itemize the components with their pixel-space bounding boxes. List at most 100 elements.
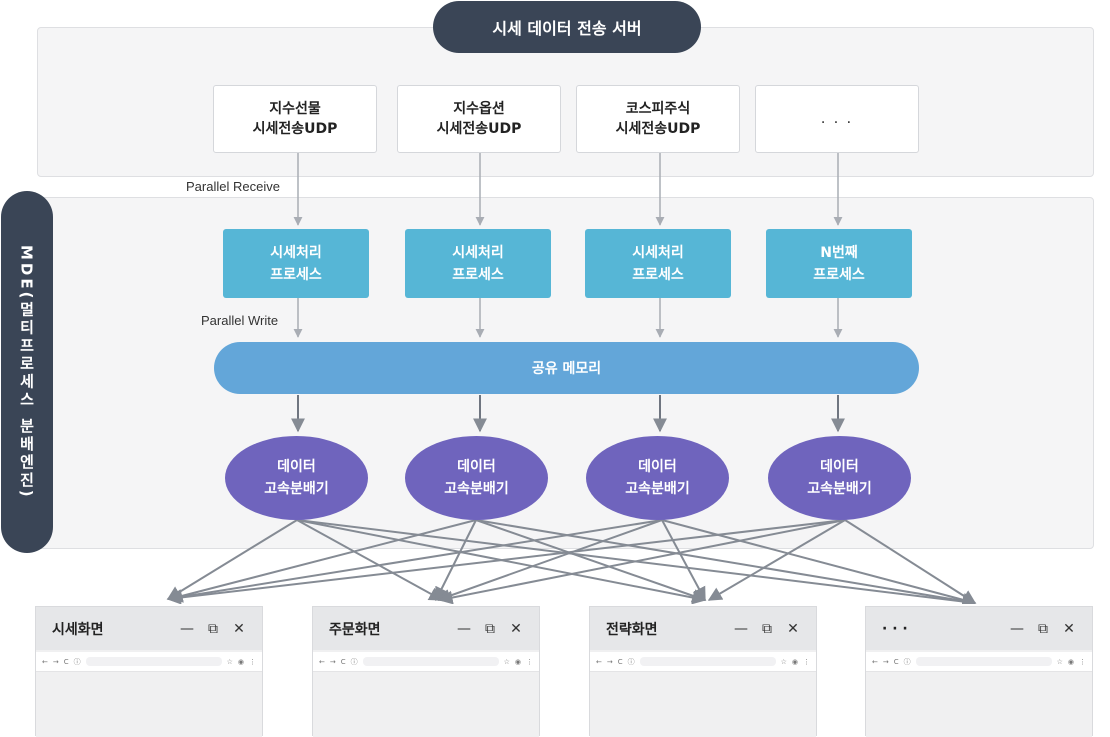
window-title: 주문화면 [329,621,381,638]
server-title: 시세 데이터 전송 서버 [433,1,701,53]
info-icon: ⓘ [903,657,911,666]
distribution-arrow [166,519,846,605]
udp-source-box: 지수옵션 시세전송UDP [397,85,561,153]
distribution-arrow [475,519,707,603]
forward-icon[interactable]: → [606,657,613,666]
info-icon: ⓘ [627,657,635,666]
distribution-arrow [707,519,846,601]
close-icon[interactable]: ✕ [787,620,799,637]
restore-icon[interactable]: ⧉ [762,620,772,637]
star-icon[interactable]: ☆ [1056,657,1063,666]
close-icon[interactable]: ✕ [233,620,245,637]
distribution-arrow [475,519,977,608]
browser-toolbar: ← → C ⓘ ☆ ◉ ⋮ [313,652,539,672]
parallel-write-label: Parallel Write [201,313,279,328]
receive-arrows [293,153,843,226]
client-window: · · · — ⧉ ✕ ← → C ⓘ ☆ ◉ ⋮ [865,606,1093,737]
menu-icon[interactable]: ⋮ [803,657,810,666]
browser-toolbar: ← → C ⓘ ☆ ◉ ⋮ [866,652,1092,672]
restore-icon[interactable]: ⧉ [1038,620,1048,637]
process-box: 시세처리 프로세스 [585,229,731,298]
process-box: 시세처리 프로세스 [405,229,551,298]
profile-icon[interactable]: ◉ [237,657,244,666]
back-icon[interactable]: ← [872,657,878,666]
restore-icon[interactable]: ⧉ [485,620,495,637]
browser-toolbar: ← → C ⓘ ☆ ◉ ⋮ [36,652,262,672]
write-arrows [293,298,843,338]
distribution-arrow [168,519,477,603]
shared-memory-bar: 공유 메모리 [214,342,919,394]
star-icon[interactable]: ☆ [780,657,787,666]
profile-icon[interactable]: ◉ [514,657,521,666]
address-bar[interactable] [639,657,776,666]
distribution-arrow [436,519,663,603]
reload-icon[interactable]: C [340,657,346,666]
parallel-receive-label: Parallel Receive [186,179,280,194]
distribution-arrow [166,519,298,600]
window-body [36,672,262,737]
distribution-arrow [296,519,444,601]
star-icon[interactable]: ☆ [503,657,510,666]
window-body [313,672,539,737]
udp-source-box: 코스피주식 시세전송UDP [576,85,740,153]
forward-icon[interactable]: → [52,657,59,666]
distribution-arrows [166,519,977,609]
distribution-arrow [844,519,977,604]
profile-icon[interactable]: ◉ [791,657,798,666]
engine-label-text: MDE(멀티프로세스 분배엔진) [17,244,36,500]
info-icon: ⓘ [73,657,81,666]
reload-icon[interactable]: C [893,657,899,666]
minimize-icon[interactable]: — [734,620,748,637]
distribution-arrow [661,519,977,607]
distribution-arrow [438,519,846,605]
distributor-node: 데이터 고속분배기 [586,436,729,520]
address-bar[interactable] [915,657,1052,666]
forward-icon[interactable]: → [329,657,336,666]
back-icon[interactable]: ← [319,657,325,666]
client-window: 전략화면 — ⧉ ✕ ← → C ⓘ ☆ ◉ ⋮ [589,606,817,737]
close-icon[interactable]: ✕ [1063,620,1075,637]
minimize-icon[interactable]: — [1010,620,1024,637]
distributor-node: 데이터 고속분배기 [405,436,548,520]
star-icon[interactable]: ☆ [226,657,233,666]
process-box: 시세처리 프로세스 [223,229,369,298]
distributor-node: 데이터 고속분배기 [768,436,911,520]
client-window: 주문화면 — ⧉ ✕ ← → C ⓘ ☆ ◉ ⋮ [312,606,540,737]
menu-icon[interactable]: ⋮ [1079,657,1086,666]
window-titlebar: · · · — ⧉ ✕ [866,607,1092,650]
restore-icon[interactable]: ⧉ [208,620,218,637]
menu-icon[interactable]: ⋮ [526,657,533,666]
reload-icon[interactable]: C [63,657,69,666]
info-icon: ⓘ [350,657,358,666]
distribution-arrow [661,519,706,602]
back-icon[interactable]: ← [42,657,48,666]
client-window: 시세화면 — ⧉ ✕ ← → C ⓘ ☆ ◉ ⋮ [35,606,263,737]
address-bar[interactable] [85,657,222,666]
window-titlebar: 시세화면 — ⧉ ✕ [36,607,262,650]
window-title: · · · [882,620,908,637]
distributor-node: 데이터 고속분배기 [225,436,368,520]
process-box: N번째 프로세스 [766,229,912,298]
address-bar[interactable] [362,657,499,666]
window-titlebar: 전략화면 — ⧉ ✕ [590,607,816,650]
forward-icon[interactable]: → [882,657,889,666]
memory-arrows [291,395,845,433]
menu-icon[interactable]: ⋮ [249,657,256,666]
window-titlebar: 주문화면 — ⧉ ✕ [313,607,539,650]
minimize-icon[interactable]: — [457,620,471,637]
window-title: 전략화면 [606,621,658,638]
udp-source-box: . . . [755,85,919,153]
close-icon[interactable]: ✕ [510,620,522,637]
udp-source-box: 지수선물 시세전송UDP [213,85,377,153]
reload-icon[interactable]: C [617,657,623,666]
engine-label: MDE(멀티프로세스 분배엔진) [1,191,53,553]
browser-toolbar: ← → C ⓘ ☆ ◉ ⋮ [590,652,816,672]
minimize-icon[interactable]: — [180,620,194,637]
profile-icon[interactable]: ◉ [1067,657,1074,666]
window-body [590,672,816,737]
distribution-arrow [166,519,663,604]
window-title: 시세화면 [52,621,104,638]
distribution-arrow [435,519,477,602]
back-icon[interactable]: ← [596,657,602,666]
